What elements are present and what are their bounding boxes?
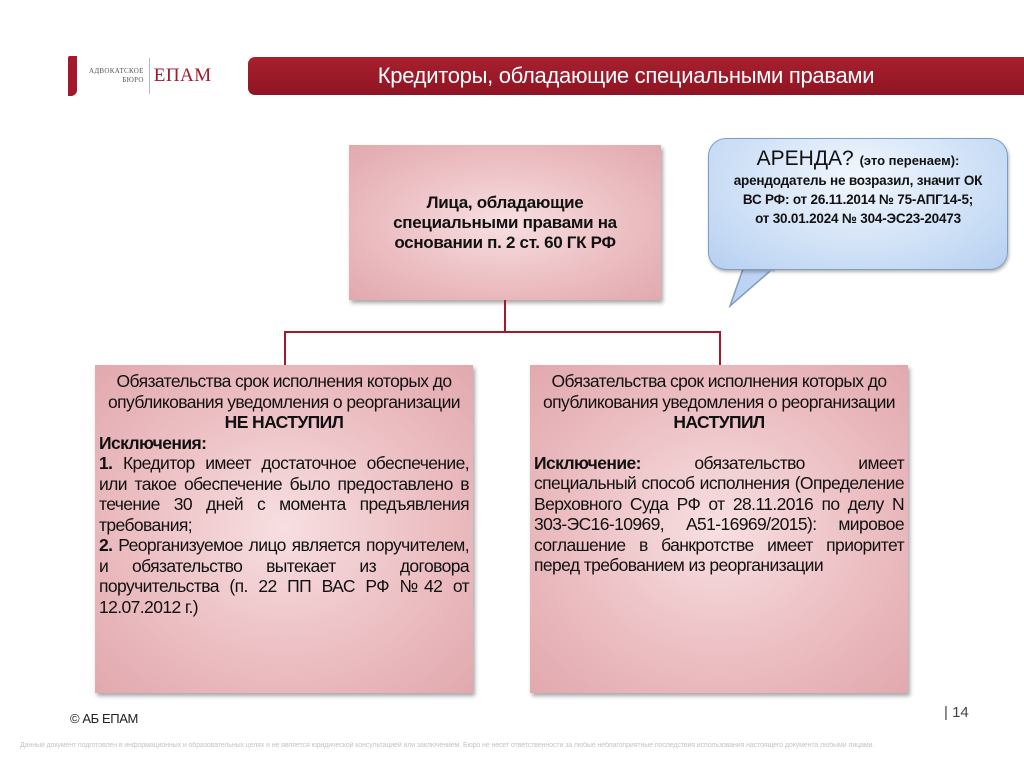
logo-mark [68, 56, 77, 96]
logo-text: ЕПАМ [153, 65, 212, 86]
right-box-heading: Обязательства срок исполнения которых до… [543, 371, 896, 412]
left-box-heading: Обязательства срок исполнения которых до… [108, 371, 461, 412]
right-box: Обязательства срок исполнения которых до… [530, 365, 908, 693]
right-box-exception: Исключение: обязательство имеет специаль… [534, 452, 905, 576]
left-box-item-2: 2. Реорганизуемое лицо является поручите… [99, 535, 470, 617]
left-box-item-1: 1. Кредитор имеет достаточное обеспечени… [99, 453, 470, 535]
logo-divider [148, 58, 150, 94]
connector-line [284, 331, 286, 365]
callout-line: от 30.01.2024 № 304-ЭС23-20473 [755, 211, 961, 226]
connector-line [284, 331, 721, 333]
logo-subtitle: АДВОКАТСКОЕ БЮРО [89, 67, 144, 84]
left-box-exceptions-label: Исключения: [99, 432, 207, 453]
connector-line [719, 331, 721, 365]
callout-line: ВС РФ: от 26.11.2014 № 75-АПГ14-5; [742, 192, 974, 207]
callout-line: арендодатель не возразил, значит ОК [733, 173, 983, 188]
logo: АДВОКАТСКОЕ БЮРО ЕПАМ [68, 56, 212, 96]
callout-bubble: АРЕНДА? (это перенаем): арендодатель не … [708, 138, 1008, 270]
left-box-status: НЕ НАСТУПИЛ [224, 412, 344, 432]
connector-line [504, 300, 506, 332]
left-box: Обязательства срок исполнения которых до… [95, 365, 473, 693]
page-number: | 14 [944, 704, 969, 721]
disclaimer: Данный документ подготовлен в информацио… [20, 742, 875, 749]
top-box-text: Лица, обладающие специальными правами на… [393, 192, 617, 252]
copyright: © АБ ЕПАМ [70, 711, 138, 726]
callout-tail [728, 266, 778, 308]
slide-title: Кредиторы, обладающие специальными права… [248, 57, 1024, 95]
callout-title: АРЕНДА? (это перенаем): [756, 147, 960, 170]
top-box: Лица, обладающие специальными правами на… [349, 145, 661, 300]
right-box-status: НАСТУПИЛ [673, 412, 765, 432]
